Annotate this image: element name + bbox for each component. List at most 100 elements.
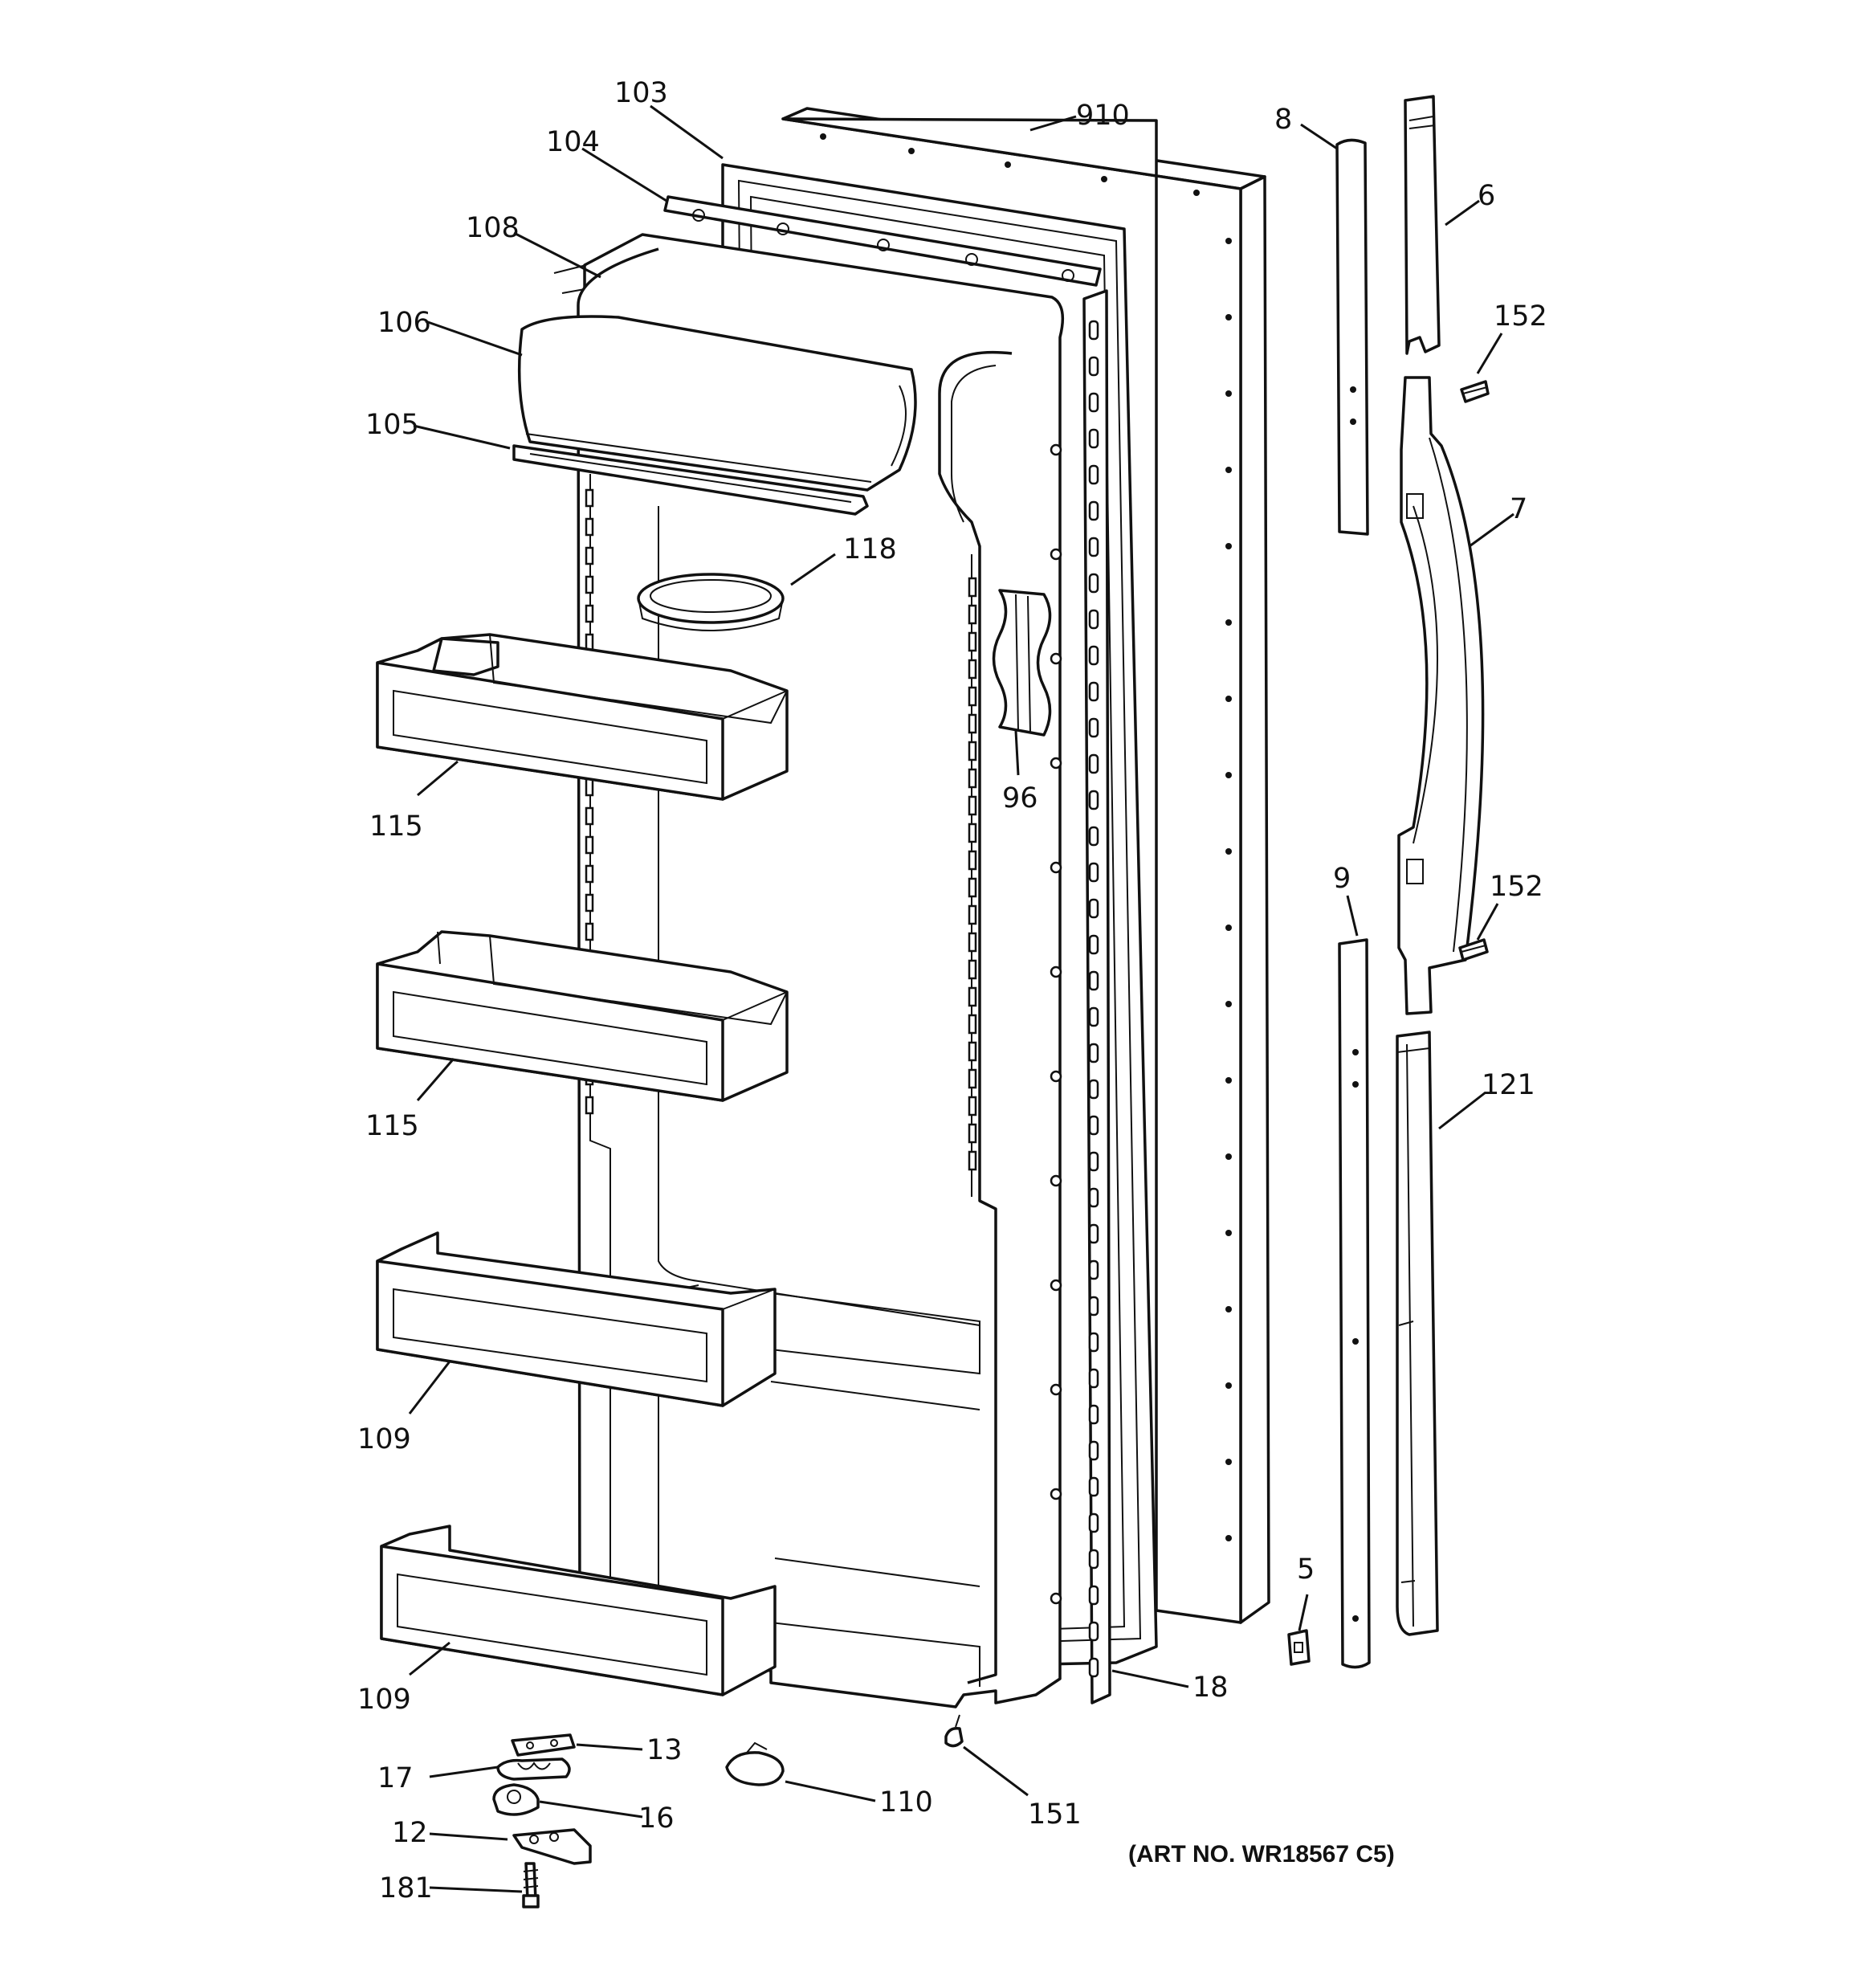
breaker-slot	[1088, 1404, 1099, 1425]
panel-hole	[1225, 1153, 1232, 1160]
breaker-slot	[1088, 573, 1099, 594]
panel-hole	[1225, 1459, 1232, 1465]
label-103: 103	[614, 77, 668, 109]
breaker-slot	[1088, 392, 1099, 413]
panel-hole	[1225, 848, 1232, 855]
label-118: 118	[843, 533, 897, 565]
liner-hole	[1050, 1279, 1062, 1292]
breaker-slot	[1088, 1259, 1099, 1280]
liner-hole	[1050, 1592, 1062, 1605]
liner-slot-left	[585, 1096, 594, 1115]
breaker-slot	[1088, 1151, 1099, 1172]
liner-slot-right	[968, 768, 977, 789]
label-121: 121	[1482, 1069, 1535, 1101]
label-108: 108	[466, 212, 520, 244]
breaker-slot	[1088, 681, 1099, 702]
breaker-slot	[1088, 1368, 1099, 1389]
panel-hole	[1225, 467, 1232, 473]
liner-slot-right	[968, 932, 977, 953]
breaker-slot	[1088, 970, 1099, 991]
liner-hole	[1050, 1174, 1062, 1187]
liner-hole	[1050, 548, 1062, 561]
breaker-slot	[1088, 1296, 1099, 1316]
panel-hole	[820, 133, 826, 140]
outer-door-panel	[781, 107, 1270, 1624]
screw-152-lower	[1458, 938, 1489, 961]
breaker-strip	[1082, 289, 1111, 1704]
breaker-slot	[1088, 753, 1099, 774]
label-152-upper: 152	[1494, 300, 1547, 333]
dairy-shelf-bar	[512, 444, 869, 516]
panel-hole	[1005, 161, 1011, 168]
breaker-slot	[1088, 1223, 1099, 1244]
label-12: 12	[392, 1817, 428, 1849]
door-bin-109-lower	[380, 1525, 777, 1696]
panel-hole	[1225, 314, 1232, 320]
liner-slot-left	[585, 517, 594, 537]
label-16: 16	[638, 1802, 675, 1835]
liner-slot-right	[968, 631, 977, 652]
liner-slot-right	[968, 850, 977, 871]
handle-trim-lower	[1338, 938, 1371, 1669]
liner-slot-left	[585, 546, 594, 565]
breaker-slot	[1088, 898, 1099, 919]
panel-hole	[1225, 1382, 1232, 1389]
breaker-slot	[1088, 1115, 1099, 1136]
liner-slot-right	[968, 659, 977, 680]
screw-152-upper	[1460, 380, 1490, 403]
label-13: 13	[646, 1734, 683, 1766]
liner-slot-left	[585, 893, 594, 912]
liner-slot-left	[585, 864, 594, 884]
liner-hole	[1050, 1383, 1062, 1396]
liner-hole	[1050, 1488, 1062, 1500]
door-handle	[1397, 376, 1485, 1015]
breaker-slot	[1088, 790, 1099, 810]
liner-slot-right	[968, 741, 977, 761]
panel-hole	[1225, 619, 1232, 626]
label-115-lower: 115	[365, 1110, 419, 1142]
breaker-slot	[1088, 1512, 1099, 1533]
liner-slot-right	[968, 1014, 977, 1035]
liner-hole	[1050, 965, 1062, 978]
liner-slot-right	[968, 904, 977, 925]
liner-slot-right	[968, 959, 977, 980]
breaker-slot	[1088, 356, 1099, 377]
breaker-slot	[1088, 464, 1099, 485]
breaker-slot	[1088, 320, 1099, 341]
breaker-slot	[1088, 1621, 1099, 1642]
label-18: 18	[1192, 1672, 1229, 1704]
label-6: 6	[1478, 180, 1495, 212]
screw-151	[944, 1714, 964, 1748]
breaker-slot	[1088, 1187, 1099, 1208]
liner-slot-left	[585, 604, 594, 623]
dairy-compartment-door	[517, 315, 917, 492]
handle-lower-cap	[1396, 1031, 1439, 1636]
breaker-slot	[1088, 1585, 1099, 1606]
breaker-slot	[1088, 428, 1099, 449]
breaker-slot	[1088, 1043, 1099, 1063]
panel-hole	[1225, 925, 1232, 931]
breaker-slot	[1088, 1657, 1099, 1678]
hinge-spring-17	[496, 1757, 571, 1781]
cutaway-insulation-detail	[992, 589, 1052, 737]
panel-hole	[1225, 238, 1232, 244]
liner-slot-left	[585, 806, 594, 826]
breaker-slot	[1088, 1549, 1099, 1570]
breaker-slot	[1088, 1476, 1099, 1497]
liner-slot-right	[968, 1150, 977, 1171]
breaker-slot	[1088, 500, 1099, 521]
label-106: 106	[377, 307, 431, 339]
egg-tray-ring	[637, 573, 785, 631]
liner-slot-right	[968, 1041, 977, 1062]
panel-hole	[1225, 772, 1232, 778]
panel-hole	[1225, 1230, 1232, 1236]
breaker-slot	[1088, 537, 1099, 557]
door-bin-109-upper	[376, 1231, 777, 1407]
liner-slot-right	[968, 1068, 977, 1089]
label-9: 9	[1333, 863, 1351, 895]
panel-hole	[1225, 1077, 1232, 1084]
label-104: 104	[546, 126, 600, 158]
door-bin-115-lower	[376, 930, 789, 1102]
panel-hole	[1225, 1001, 1232, 1007]
